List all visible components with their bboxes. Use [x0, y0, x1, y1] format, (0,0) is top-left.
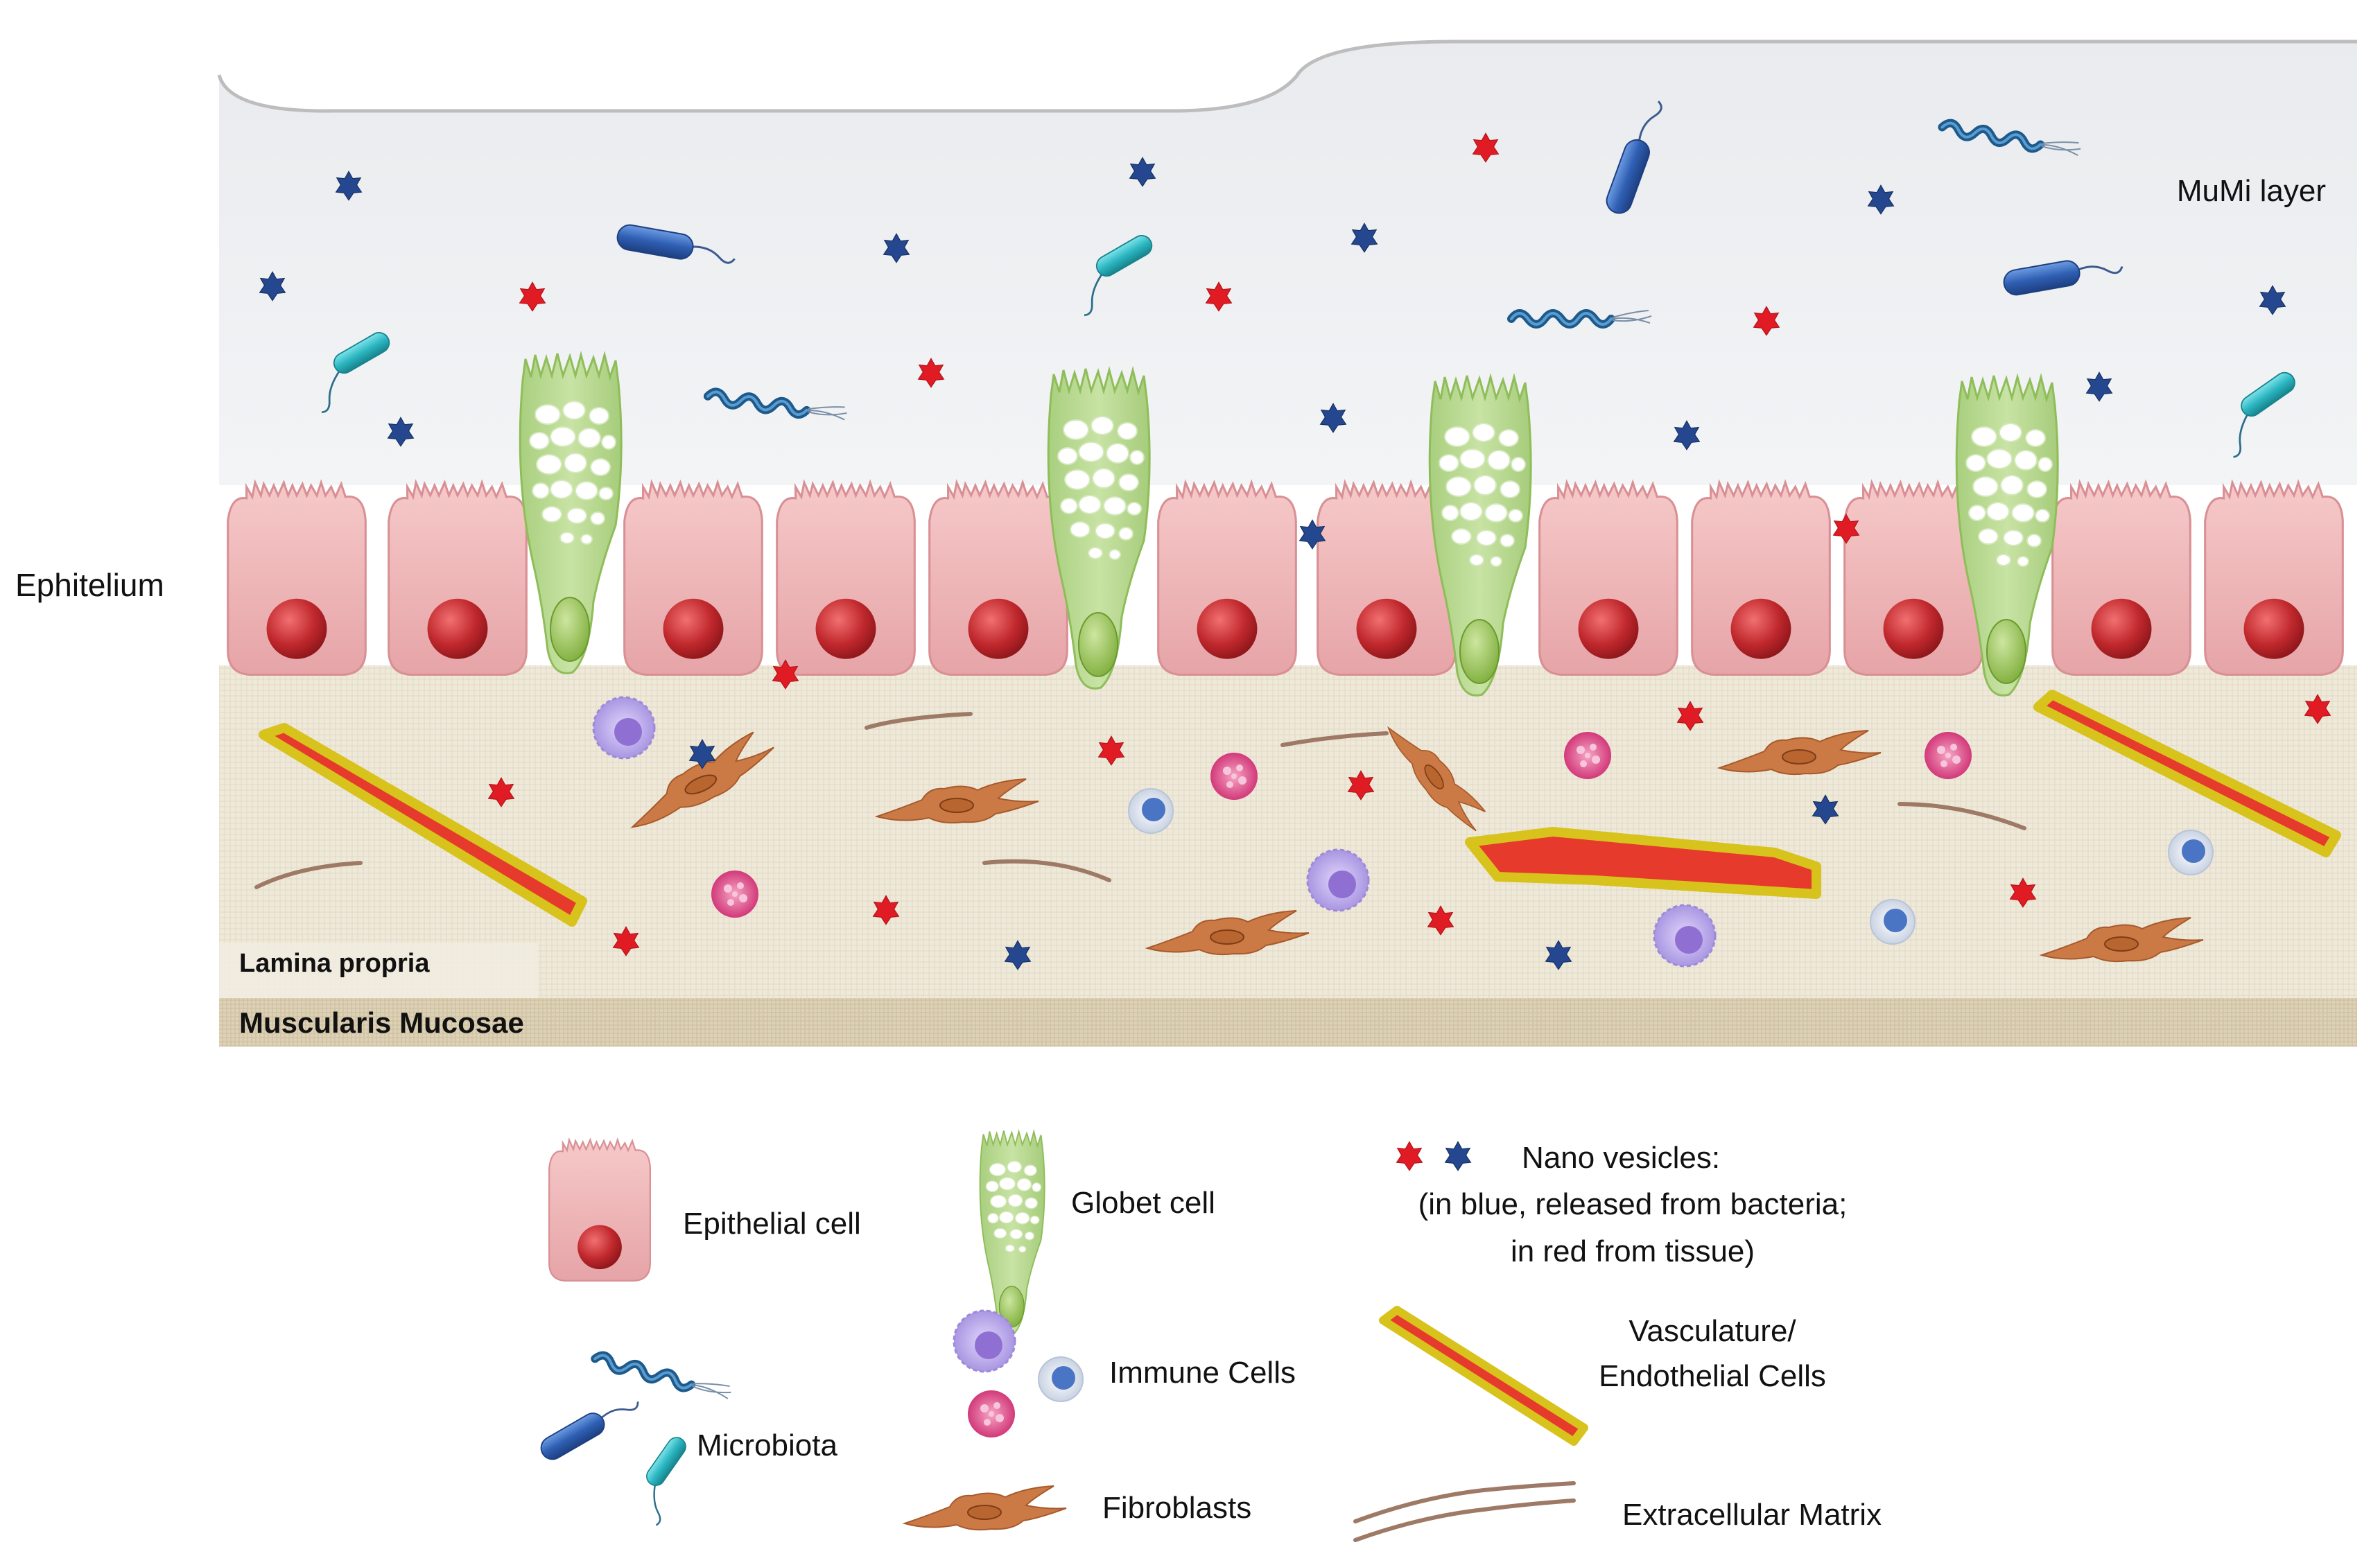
ecm-fiber-icon	[982, 859, 1111, 882]
legend-extracellular-matrix: Extracellular Matrix	[1622, 1498, 1882, 1532]
bacteria-icon	[593, 1351, 732, 1401]
muscularis-mucosae-label: Muscularis Mucosae	[239, 1006, 524, 1039]
nano-vesicle-icon	[1396, 1141, 1423, 1171]
immune-cell-icon	[953, 1309, 1016, 1373]
legend-nano-vesicles-line2: (in blue, released from bacteria;	[1418, 1187, 1848, 1221]
epithelial-cell-icon	[776, 481, 916, 676]
epithelial-cell-icon	[928, 481, 1068, 676]
legend-fibroblasts: Fibroblasts	[1102, 1491, 1251, 1525]
ecm-fiber-icon	[1280, 731, 1389, 747]
mumi-mucus-layer	[219, 42, 2357, 485]
mumi-layer-label: MuMi layer	[2177, 174, 2326, 208]
vessel-icon	[259, 723, 587, 927]
legend-vasculature-line1: Vasculature/	[1628, 1314, 1796, 1348]
ecm-fiber-icon	[1353, 1481, 1576, 1523]
ecm-fiber-icon	[1353, 1498, 1576, 1542]
legend-goblet-cell: Globet cell	[1071, 1186, 1215, 1220]
epithelial-cell-icon	[227, 481, 367, 676]
epithelial-cell-icon	[623, 481, 763, 676]
vessels	[259, 690, 2341, 927]
immune-cell-icon	[1038, 1356, 1084, 1402]
lamina-propria-region	[219, 665, 2357, 998]
immune-cell-icon	[1306, 848, 1370, 912]
immune-cell-icon	[1870, 899, 1916, 945]
muscularis-mucosae-region	[219, 998, 2357, 1047]
goblet-cell-icon	[979, 1130, 1045, 1336]
goblet-cell-icon	[519, 352, 623, 674]
lamina-propria-label: Lamina propria	[239, 949, 430, 978]
immune-cell-icon	[1564, 732, 1611, 779]
vessel-icon	[2033, 690, 2341, 857]
epithelial-cell-icon	[1157, 481, 1297, 676]
vessel-icon	[1379, 1306, 1588, 1446]
epithelial-cell-icon	[2204, 481, 2344, 676]
legend-nano-vesicles-line3: in red from tissue)	[1511, 1234, 1755, 1268]
legend-epithelial-cell: Epithelial cell	[683, 1207, 861, 1241]
legend-nano-vesicles-title: Nano vesicles:	[1522, 1141, 1720, 1175]
immune-cell-icon	[592, 696, 656, 760]
legend-vasculature-line2: Endothelial Cells	[1599, 1359, 1826, 1393]
immune-cell-icon	[1925, 732, 1972, 779]
immune-cell-icon	[1653, 904, 1717, 968]
legend-microbiota: Microbiota	[697, 1428, 837, 1462]
bacteria-icon	[536, 1388, 643, 1465]
legend-immune-cells: Immune Cells	[1109, 1356, 1296, 1390]
epithelial-cell-icon	[1691, 481, 1831, 676]
ecm-fiber-icon	[1897, 802, 2026, 830]
nano-vesicle-icon	[1445, 1141, 1471, 1171]
immune-cell-icon	[968, 1390, 1015, 1437]
bacteria-icon	[624, 1433, 707, 1527]
tissue-panel: MuMi layer Ephitelium Lamina propria Mus…	[15, 40, 2357, 1047]
immune-cell-icon	[1210, 753, 1258, 800]
epithelial-cell-icon	[2051, 481, 2191, 676]
epithelial-cell-icon	[1538, 481, 1678, 676]
ecm-fiber-icon	[865, 712, 973, 730]
immune-cell-icon	[711, 871, 758, 918]
immune-cell-icon	[2168, 830, 2214, 875]
vessel-icon	[1465, 827, 1821, 899]
epithelium-label: Ephitelium	[15, 567, 164, 603]
ecm-fibers	[254, 712, 2026, 889]
ecm-fiber-icon	[254, 861, 363, 889]
fibroblast-icon	[904, 1485, 1067, 1531]
epithelial-cell-icon	[388, 481, 528, 676]
epithelial-cell-icon	[548, 1139, 651, 1282]
immune-cell-icon	[1128, 788, 1174, 834]
legend: Epithelial cell Globet cell Nano vesicle…	[536, 1130, 1882, 1542]
